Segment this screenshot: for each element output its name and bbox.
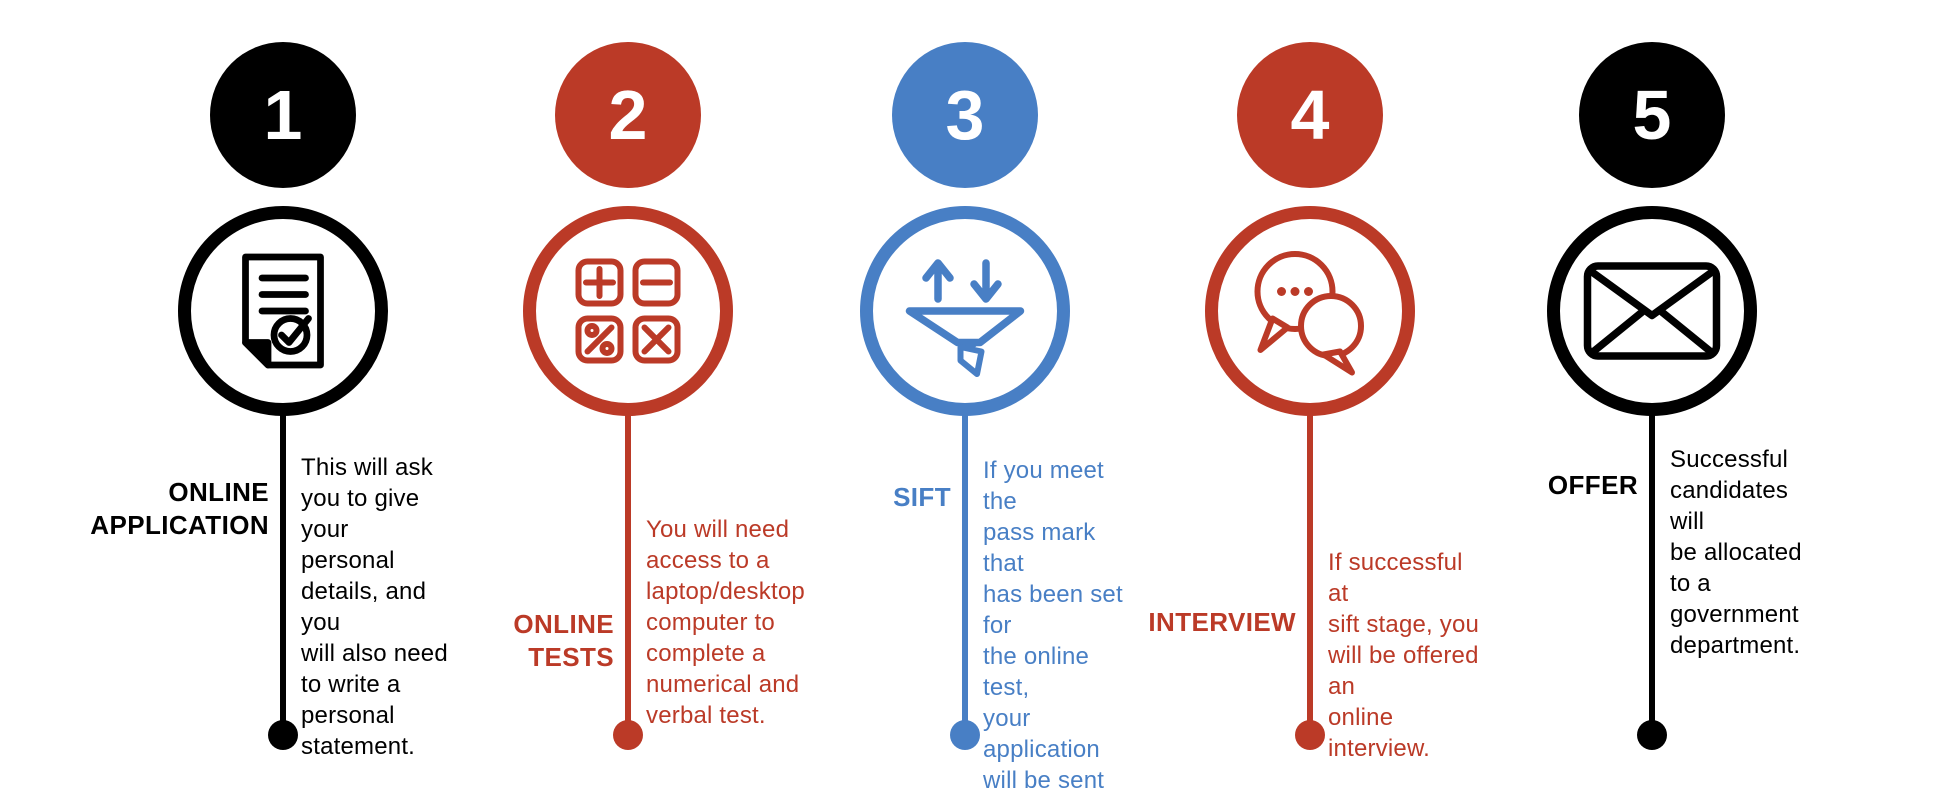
step-4-interview: 4 INTERVIEW If successful at sift stage,… — [1139, 0, 1481, 800]
timeline-dot — [268, 720, 298, 750]
step-3-sift: 3 SIFT If you meet the pass mark that ha… — [794, 0, 1136, 800]
document-check-icon — [242, 253, 324, 369]
chat-bubbles-icon — [1254, 251, 1364, 376]
step-1-online-application: 1 ONLINE APPLICATION This will ask you t… — [90, 0, 454, 800]
step-label: INTERVIEW — [1148, 607, 1296, 637]
step-icon-circle — [1205, 206, 1415, 416]
step-icon-circle — [860, 206, 1070, 416]
step-label: OFFER — [1547, 470, 1638, 500]
timeline-dot — [1637, 720, 1667, 750]
step-description: This will ask you to give your personal … — [301, 454, 448, 760]
step-number-badge: 2 — [555, 42, 701, 188]
funnel-sort-icon — [905, 259, 1025, 377]
step-number-badge: 1 — [210, 42, 356, 188]
step-icon-circle — [1547, 206, 1757, 416]
step-label: ONLINE TESTS — [513, 609, 614, 672]
step-description: Successful candidates will be allocated … — [1670, 446, 1802, 659]
step-description: If successful at sift stage, you will be… — [1328, 549, 1480, 762]
timeline-stem — [1307, 414, 1313, 735]
timeline-stem — [1649, 414, 1655, 735]
step-5-offer: 5 OFFER Successful candidates will be al… — [1481, 0, 1823, 800]
envelope-icon — [1583, 262, 1721, 360]
timeline-stem — [280, 414, 286, 735]
step-icon-circle — [178, 206, 388, 416]
step-number-badge: 4 — [1237, 42, 1383, 188]
timeline-dot — [1295, 720, 1325, 750]
step-label: SIFT — [893, 482, 951, 512]
step-2-online-tests: 2 ONLINE TESTS You will need access to a… — [457, 0, 805, 800]
step-icon-circle — [523, 206, 733, 416]
step-number: 3 — [945, 76, 985, 154]
calculator-icon — [575, 258, 681, 364]
step-description: If you meet the pass mark that has been … — [983, 457, 1123, 800]
step-number: 5 — [1632, 76, 1672, 154]
timeline-dot — [613, 720, 643, 750]
timeline-dot — [950, 720, 980, 750]
step-number: 4 — [1290, 76, 1330, 154]
step-number-badge: 3 — [892, 42, 1038, 188]
timeline-stem — [962, 414, 968, 735]
step-description: You will need access to a laptop/desktop… — [646, 516, 805, 729]
step-number: 1 — [263, 76, 303, 154]
step-number-badge: 5 — [1579, 42, 1725, 188]
step-number: 2 — [608, 76, 648, 154]
step-label: ONLINE APPLICATION — [90, 477, 269, 540]
timeline-stem — [625, 414, 631, 735]
